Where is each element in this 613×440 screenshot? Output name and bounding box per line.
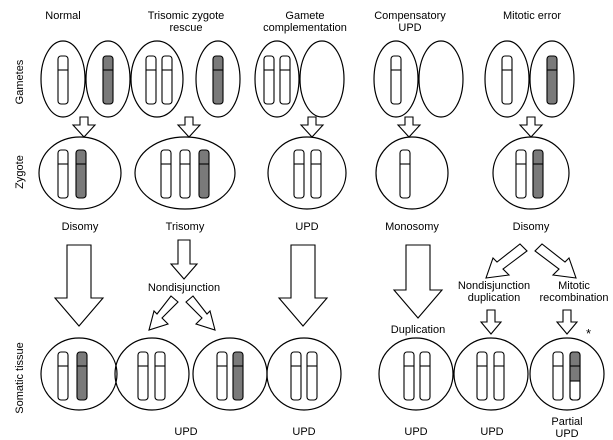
chromosome xyxy=(58,150,68,198)
chromosome xyxy=(264,56,274,104)
zygote-compensatory xyxy=(376,137,448,209)
outcome-label-upd-mitotic: UPD xyxy=(462,426,522,438)
chromosome xyxy=(162,56,172,104)
down-arrow-icon xyxy=(301,117,323,137)
state-label-upd: UPD xyxy=(272,221,342,233)
large-down-arrow-icon xyxy=(279,245,327,326)
chromosome xyxy=(161,150,171,198)
gamete-complement-1 xyxy=(255,41,299,117)
chromosome xyxy=(146,56,156,104)
chromosome xyxy=(180,150,190,198)
somatic-mitotic-dup xyxy=(454,338,528,410)
state-label-trisomy: Trisomy xyxy=(150,221,220,233)
somatic-complement xyxy=(267,338,341,410)
somatic-compensatory xyxy=(379,338,453,410)
chromosome xyxy=(155,352,165,400)
outcome-label-partial-upd: Partial UPD xyxy=(537,416,597,440)
state-label-disomy: Disomy xyxy=(45,221,115,233)
outcome-label-upd-complement: UPD xyxy=(274,426,334,438)
chromosome xyxy=(533,150,543,198)
chromosome xyxy=(547,56,557,104)
row-label-zygote: Zygote xyxy=(14,155,26,189)
diagonal-arrow-icon xyxy=(535,244,576,278)
large-down-arrow-icon xyxy=(394,245,442,318)
chromosome xyxy=(477,352,487,400)
somatic-trisomic-1 xyxy=(115,338,189,410)
chromosome xyxy=(291,352,301,400)
chromosome xyxy=(77,352,87,400)
chromosome xyxy=(199,150,209,198)
gamete-trisomic-1 xyxy=(131,41,183,117)
event-label-nondisjunction-duplication: Nondisjunction duplication xyxy=(448,280,540,304)
chromosome xyxy=(138,352,148,400)
outcome-label-upd-trisomic: UPD xyxy=(156,426,216,438)
somatic-row xyxy=(41,338,604,410)
column-title-normal: Normal xyxy=(28,10,98,22)
diagonal-arrow-icon xyxy=(486,244,527,278)
event-label-mitotic-recombination: Mitotic recombination xyxy=(536,280,612,304)
chromosome xyxy=(76,150,86,198)
down-arrow-icon xyxy=(481,310,501,334)
event-label-nondisjunction: Nondisjunction xyxy=(134,282,234,294)
chromosome xyxy=(553,352,563,400)
chromosome xyxy=(404,352,414,400)
chromosome xyxy=(58,56,68,104)
chromosome xyxy=(502,56,512,104)
chromosome xyxy=(103,56,113,104)
column-title-trisomic-rescue: Trisomic zygote rescue xyxy=(128,10,244,34)
row-label-gametes: Gametes xyxy=(14,60,26,105)
diagonal-arrow-icon xyxy=(186,296,215,330)
chromosome xyxy=(420,352,430,400)
down-arrow-icon xyxy=(73,117,95,137)
outcome-label-upd-compensatory: UPD xyxy=(386,426,446,438)
chromosome xyxy=(311,150,321,198)
zygote-complement xyxy=(268,137,346,209)
gamete-complement-2 xyxy=(300,41,344,117)
down-arrow-icon xyxy=(178,117,200,137)
chromosome xyxy=(391,56,401,104)
column-title-mitotic-error: Mitotic error xyxy=(490,10,574,22)
chromosome xyxy=(400,150,410,198)
state-label-monosomy: Monosomy xyxy=(372,221,452,233)
large-down-arrow-icon xyxy=(55,245,103,326)
chromosome xyxy=(494,352,504,400)
gamete-compensatory-2 xyxy=(419,41,463,117)
chromosome xyxy=(217,352,227,400)
down-arrow-icon xyxy=(398,117,420,137)
chromosome xyxy=(233,352,243,400)
chromosome xyxy=(307,352,317,400)
column-title-compensatory-upd: Compensatory UPD xyxy=(365,10,455,34)
gametes-row xyxy=(41,41,574,117)
chromosome xyxy=(213,56,223,104)
chromosome xyxy=(294,150,304,198)
down-arrow-icon xyxy=(557,310,577,334)
column-title-gamete-complementation: Gamete complementation xyxy=(250,10,360,34)
chromosome-partial xyxy=(570,352,580,400)
asterisk-marker: * xyxy=(586,326,591,341)
somatic-mitotic-recomb xyxy=(530,338,604,410)
down-arrow-icon xyxy=(520,117,542,137)
down-arrow-icon xyxy=(171,240,197,279)
zygote-mitotic xyxy=(493,137,569,209)
chromosome xyxy=(58,352,68,400)
state-label-disomy-mitotic: Disomy xyxy=(496,221,566,233)
chromosome xyxy=(516,150,526,198)
somatic-trisomic-2 xyxy=(193,338,267,410)
chromosome xyxy=(280,56,290,104)
row-label-somatic-tissue: Somatic tissue xyxy=(14,342,26,414)
event-label-duplication: Duplication xyxy=(378,324,458,336)
diagonal-arrow-icon xyxy=(149,296,178,330)
